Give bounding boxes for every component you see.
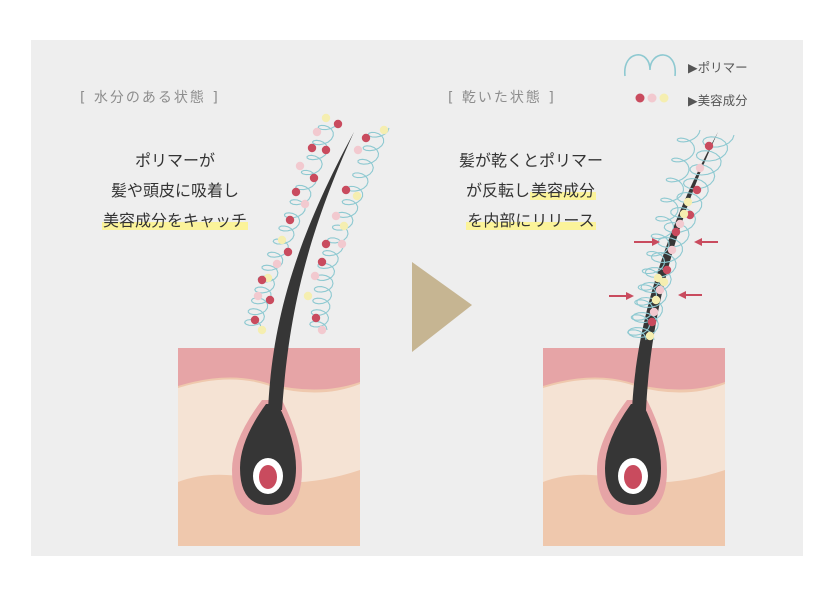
ingredient-dot [321, 239, 331, 249]
left-description: ポリマーが 髪や頭皮に吸着し 美容成分をキャッチ [70, 146, 280, 236]
ingredient-dot [317, 325, 327, 335]
ingredient-dot [653, 273, 663, 283]
right-desc-line2-highlight: 美容成分 [530, 181, 597, 200]
arrow-in-icon [609, 292, 634, 300]
ingredient-dot [285, 215, 295, 225]
polymer-curl [627, 134, 735, 341]
ingredient-dot [333, 119, 343, 129]
ingredient-dot [692, 185, 702, 195]
arrow-in-icon [694, 238, 718, 246]
hair-follicle-right [597, 400, 667, 515]
ingredient-dot [307, 143, 317, 153]
ingredient-dot [341, 185, 351, 195]
ingredient-dots-left [250, 113, 389, 335]
ingredient-dot [379, 125, 389, 135]
ingredient-dot [303, 291, 313, 301]
ingredient-dot [321, 113, 331, 123]
ingredient-dot [679, 209, 689, 219]
ingredient-dot [300, 199, 310, 209]
ingredient-dot [253, 291, 263, 301]
ingredient-dot [272, 259, 282, 269]
ingredient-dot [312, 127, 322, 137]
right-desc-line1: 髪が乾くとポリマー [458, 151, 603, 170]
ingredient-dot [321, 145, 331, 155]
transition-arrow-icon [412, 262, 472, 352]
right-state-label: [ 乾いた状態 ] [448, 90, 556, 106]
ingredient-dot [695, 163, 705, 173]
ingredient-dot [662, 265, 672, 275]
ingredient-dot [671, 227, 681, 237]
ingredient-dot [683, 197, 693, 207]
ingredient-dot [659, 277, 669, 287]
polymer-curl [244, 119, 340, 329]
left-desc-line1: ポリマーが [134, 151, 215, 170]
ingredient-dot [647, 317, 657, 327]
ingredient-dot [311, 313, 321, 323]
ingredient-legend-icon [635, 93, 669, 103]
right-description: 髪が乾くとポリマー が反転し美容成分 を内部にリリース [434, 146, 628, 236]
right-desc-line3-highlight: を内部にリリース [466, 211, 596, 230]
ingredient-dot [250, 315, 260, 325]
left-desc-line3-highlight: 美容成分をキャッチ [101, 211, 248, 230]
polymer-legend-label: ▶ポリマー [688, 60, 748, 75]
ingredient-dot [353, 145, 363, 155]
polymer-legend-icon [624, 54, 676, 77]
polymer-curl [309, 127, 390, 331]
ingredient-dot [277, 235, 287, 245]
ingredient-dot [265, 295, 275, 305]
ingredient-dot [283, 247, 293, 257]
right-desc-line2-plain: が反転し [465, 181, 530, 200]
ingredient-dot [295, 161, 305, 171]
ingredient-dot [352, 191, 362, 201]
ingredient-dot [361, 133, 371, 143]
ingredient-dot [649, 307, 659, 317]
arrow-in-icon [678, 291, 702, 299]
left-desc-line2: 髪や頭皮に吸着し [110, 181, 239, 200]
ingredient-dot [339, 221, 349, 231]
ingredient-dot [310, 271, 320, 281]
ingredient-dot [309, 173, 319, 183]
ingredient-dot [651, 295, 661, 305]
ingredient-dots-right [645, 141, 714, 341]
left-state-label: [ 水分のある状態 ] [80, 90, 220, 106]
ingredient-legend-label: ▶美容成分 [688, 93, 748, 108]
ingredient-dot [317, 257, 327, 267]
arrow-in-icon [634, 238, 660, 246]
ingredient-dot [337, 239, 347, 249]
ingredient-dot [704, 141, 714, 151]
ingredient-dot [257, 325, 267, 335]
ingredient-dot [291, 187, 301, 197]
ingredient-dot [667, 245, 677, 255]
hair-follicle-left [232, 400, 302, 515]
compression-arrows [609, 238, 718, 300]
hair-shaft-right [632, 132, 718, 410]
ingredient-dot [675, 219, 685, 229]
hair-shaft-left [268, 132, 354, 410]
polymer-strands-right [627, 129, 735, 341]
ingredient-dot [645, 331, 655, 341]
polymer-strands-left [244, 119, 390, 331]
ingredient-dot [655, 285, 665, 295]
ingredient-dot [257, 275, 267, 285]
ingredient-dot [331, 211, 341, 221]
